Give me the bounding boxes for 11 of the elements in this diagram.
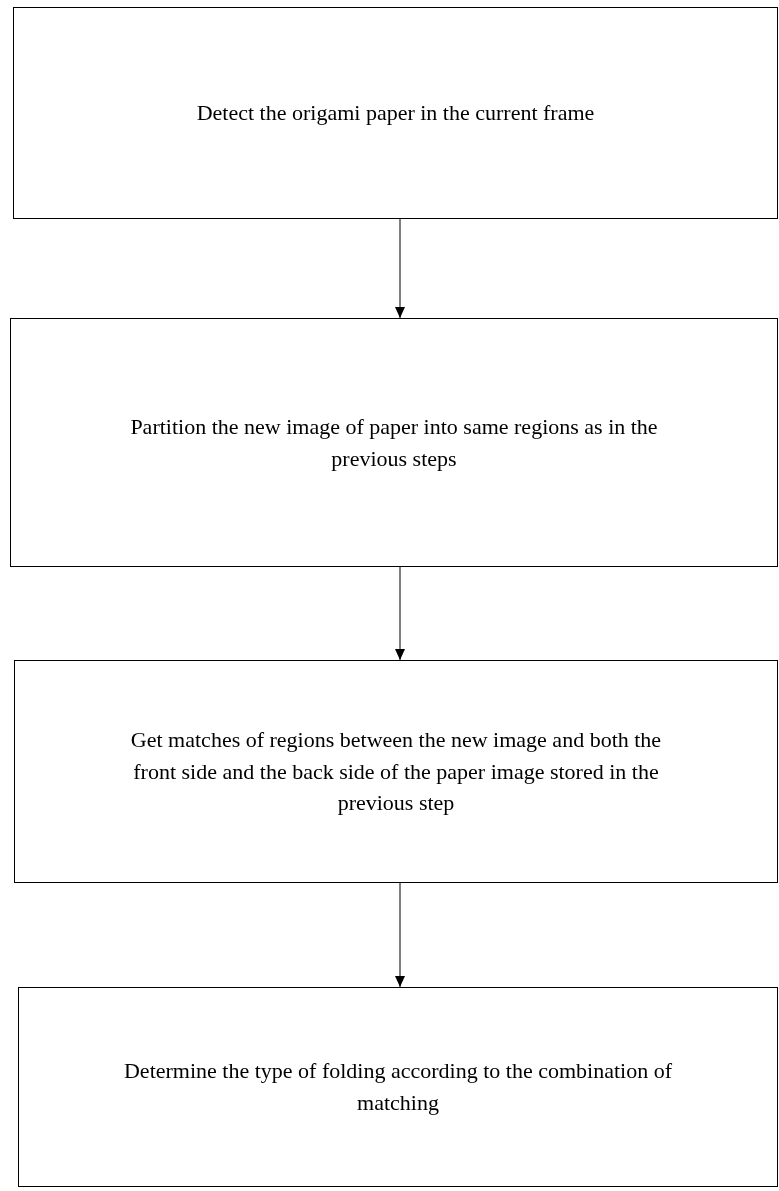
arrow bbox=[395, 882, 405, 988]
step-text: Determine the type of folding according to the combination of matching bbox=[123, 1057, 673, 1117]
process-box bbox=[10, 318, 778, 567]
step-text: Detect the origami paper in the current frame bbox=[196, 99, 595, 128]
process-box bbox=[14, 660, 778, 883]
arrow bbox=[395, 566, 405, 661]
step-text: Get matches of regions between the new image and both the front side and the back side of the paper image stored in the previous step bbox=[129, 725, 663, 818]
arrow bbox=[395, 218, 405, 319]
step-text: Partition the new image of paper into same regions as in the previous steps bbox=[129, 412, 659, 473]
process-box bbox=[13, 7, 778, 219]
process-box bbox=[18, 987, 778, 1187]
